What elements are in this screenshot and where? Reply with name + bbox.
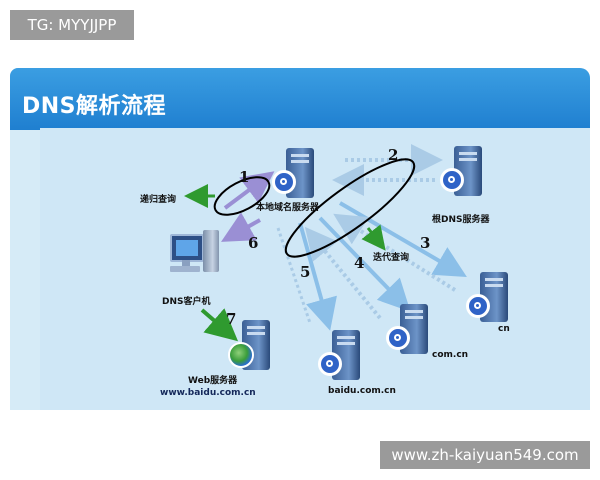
dns-client-label: DNS客户机	[162, 297, 211, 307]
step-number-7: 7	[226, 310, 237, 328]
web-server-icon	[228, 320, 270, 370]
local-dns-label: 本地域名服务器	[256, 203, 320, 213]
comcn-server-icon	[386, 304, 428, 354]
website-watermark: www.zh-kaiyuan549.com	[380, 441, 590, 469]
cn-label: cn	[498, 324, 510, 334]
root-dns-server-icon	[440, 146, 482, 196]
step-number-3: 3	[420, 234, 431, 252]
iterative-query-label: 迭代查询	[373, 253, 410, 263]
cn-server-icon	[466, 272, 508, 322]
comcn-label: com.cn	[432, 350, 469, 360]
step-number-6: 6	[248, 234, 259, 252]
arrow-step-4-back	[304, 226, 382, 320]
flow-arrows	[184, 144, 467, 342]
step-number-2: 2	[388, 146, 399, 164]
arrow-step-1	[223, 171, 275, 210]
local-dns-server-icon	[272, 148, 314, 198]
baidu-server-icon	[318, 330, 360, 380]
baidu-label: baidu.com.cn	[328, 386, 396, 396]
recursive-query-label: 递归查询	[140, 195, 177, 205]
step-number-1: 1	[239, 168, 250, 186]
web-server-label: Web服务器	[188, 376, 238, 386]
arrow-step-5-back	[276, 227, 312, 324]
arrow-step-5-out	[298, 222, 337, 331]
diagram-header: DNS解析流程	[10, 68, 590, 130]
step-number-4: 4	[354, 254, 365, 272]
step-number-5: 5	[300, 263, 311, 281]
dns-client-computer-icon	[170, 230, 220, 276]
arrow-step-6	[221, 212, 261, 242]
arrow-step-3-back	[333, 213, 457, 292]
arrow-step-7	[200, 308, 239, 342]
dns-diagram-panel: DNS解析流程	[10, 68, 590, 410]
recursive-ellipse	[213, 176, 271, 216]
iterative-ellipse	[284, 158, 416, 258]
diagram-title: DNS解析流程	[22, 94, 167, 119]
telegram-tag: TG: MYYJJPP	[10, 10, 134, 40]
arrow-iterative	[361, 224, 386, 251]
root-dns-label: 根DNS服务器	[432, 215, 490, 225]
web-url-label: www.baidu.com.cn	[160, 388, 256, 398]
diagram-canvas	[40, 128, 590, 410]
